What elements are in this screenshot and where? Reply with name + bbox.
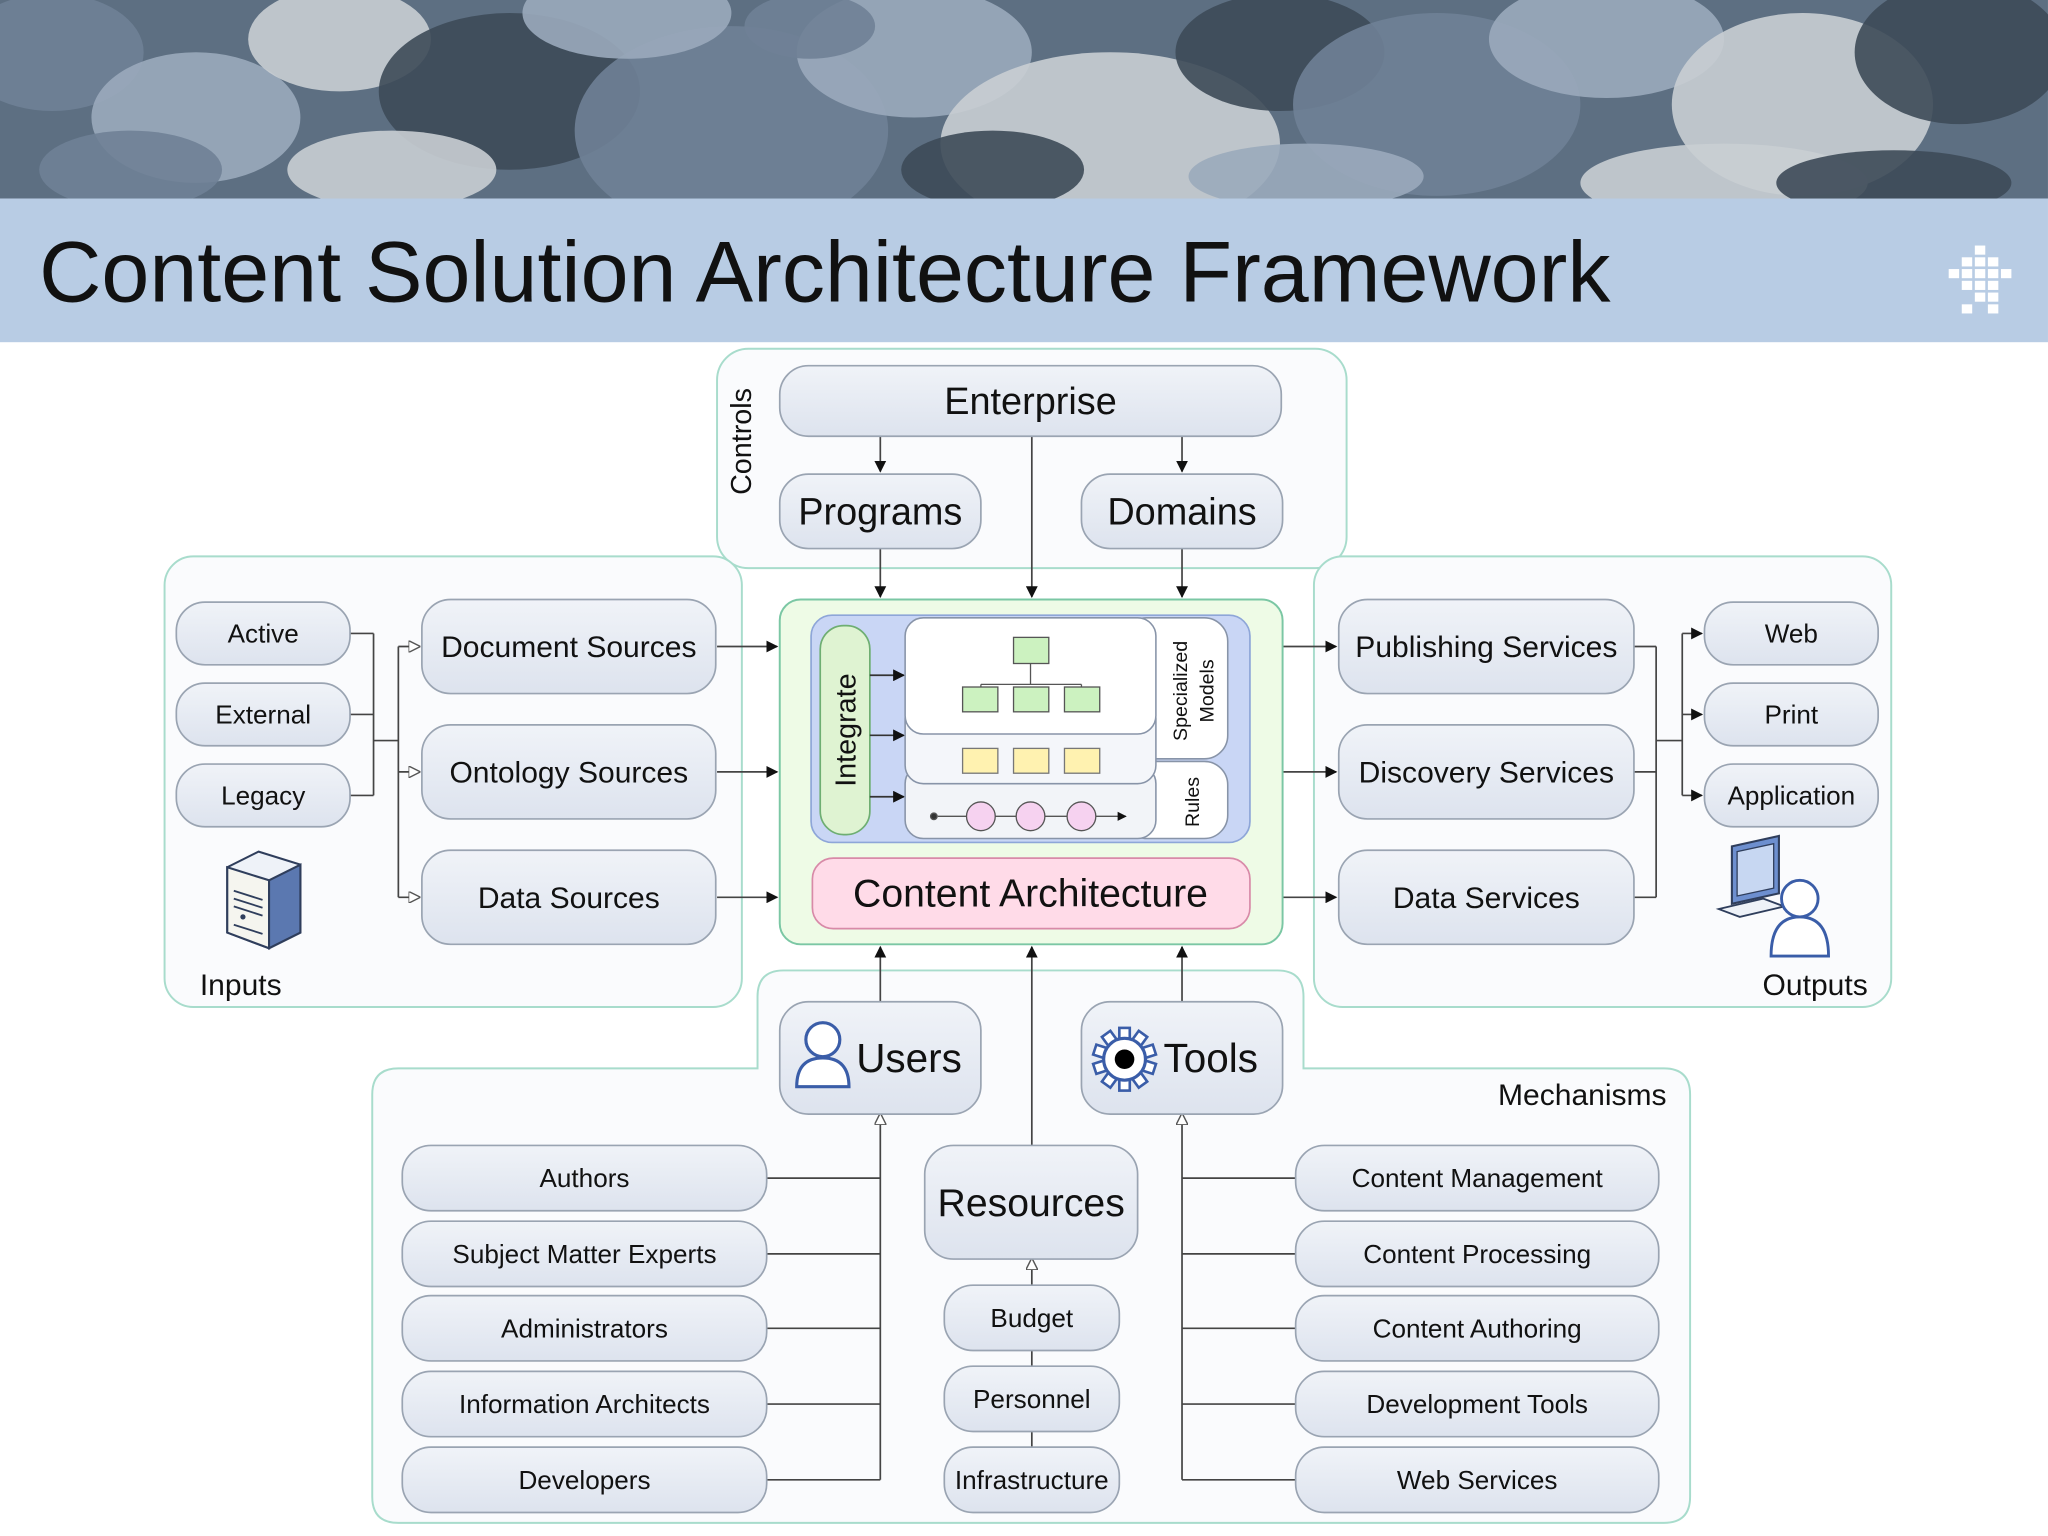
output-channel-application-label: Application <box>1727 781 1855 811</box>
output-channel-web: Web <box>1703 601 1880 666</box>
person-information-architects-label: Information Architects <box>459 1389 710 1419</box>
resources-box: Resources <box>923 1144 1139 1260</box>
input-source-document-sources-label: Document Sources <box>441 631 696 664</box>
specialized-models-label-1: Specialized <box>1170 641 1192 741</box>
computer-user-icon <box>1715 834 1830 958</box>
tool-content-authoring: Content Authoring <box>1294 1294 1660 1362</box>
person-authors-label: Authors <box>539 1163 629 1193</box>
person-developers-label: Developers <box>518 1465 650 1495</box>
tool-content-authoring-label: Content Authoring <box>1373 1313 1582 1343</box>
person-administrators: Administrators <box>401 1294 768 1362</box>
output-channel-application: Application <box>1703 763 1880 828</box>
tool-content-management-label: Content Management <box>1352 1163 1604 1193</box>
tools-box: Tools <box>1080 1000 1284 1115</box>
content-architecture-label: Content Architecture <box>853 872 1208 915</box>
person-information-architects: Information Architects <box>401 1370 768 1438</box>
enterprise-box-label: Enterprise <box>944 381 1117 423</box>
output-channel-print-label: Print <box>1764 700 1818 730</box>
resource-budget: Budget <box>943 1284 1121 1352</box>
resource-personnel-label: Personnel <box>973 1384 1091 1414</box>
gear-icon <box>1091 1026 1158 1092</box>
rocks-photo <box>0 0 2048 236</box>
output-service-publishing-services-label: Publishing Services <box>1355 631 1617 664</box>
tool-development-tools: Development Tools <box>1294 1370 1660 1438</box>
output-channel-web-label: Web <box>1765 619 1818 649</box>
input-type-legacy-label: Legacy <box>221 781 305 811</box>
slide-title: Content Solution Architecture Framework <box>39 225 1611 321</box>
tool-content-management: Content Management <box>1294 1144 1660 1212</box>
tool-web-services-label: Web Services <box>1397 1465 1558 1495</box>
programs-box-label: Programs <box>798 492 962 534</box>
tool-web-services: Web Services <box>1294 1446 1660 1514</box>
input-type-external-label: External <box>215 700 311 730</box>
output-service-data-services-label: Data Services <box>1393 882 1580 915</box>
resources-box-label: Resources <box>938 1182 1125 1225</box>
enterprise-box: Enterprise <box>778 364 1283 438</box>
mechanisms-label: Mechanisms <box>1498 1079 1667 1112</box>
resource-infrastructure-label: Infrastructure <box>955 1465 1109 1495</box>
output-service-discovery-services: Discovery Services <box>1337 724 1635 820</box>
tool-development-tools-label: Development Tools <box>1366 1389 1588 1419</box>
rules-label: Rules <box>1182 777 1204 827</box>
output-channel-print: Print <box>1703 682 1880 747</box>
content-architecture-box <box>811 857 1251 930</box>
output-service-publishing-services: Publishing Services <box>1337 598 1635 695</box>
person-subject-matter-experts: Subject Matter Experts <box>401 1220 768 1288</box>
input-source-document-sources: Document Sources <box>421 598 717 695</box>
input-type-external: External <box>175 682 351 747</box>
users-icon <box>795 1021 851 1089</box>
content-architecture-core: Integrate Specialized Models Rules <box>778 598 1284 946</box>
input-type-active: Active <box>175 601 351 666</box>
input-type-legacy: Legacy <box>175 763 351 828</box>
input-source-ontology-sources-label: Ontology Sources <box>449 756 688 789</box>
users-box-label: Users <box>856 1035 962 1081</box>
specialized-models-label-2: Models <box>1196 659 1218 722</box>
tool-content-processing: Content Processing <box>1294 1220 1660 1288</box>
resource-budget-label: Budget <box>990 1303 1073 1333</box>
server-icon <box>226 850 302 950</box>
output-service-data-services: Data Services <box>1337 849 1635 946</box>
outputs-label: Outputs <box>1763 969 1868 1002</box>
domains-box-label: Domains <box>1107 492 1256 534</box>
hierarchy-icon <box>961 636 1101 713</box>
person-subject-matter-experts-label: Subject Matter Experts <box>452 1239 716 1269</box>
resource-infrastructure: Infrastructure <box>943 1446 1121 1514</box>
tool-content-processing-label: Content Processing <box>1363 1239 1591 1269</box>
title-band <box>0 198 2048 343</box>
process-flow-icon <box>929 801 1127 832</box>
programs-box: Programs <box>778 473 982 550</box>
input-source-ontology-sources: Ontology Sources <box>421 724 717 820</box>
input-type-active-label: Active <box>228 619 299 649</box>
integrate-label: Integrate <box>830 673 862 786</box>
content-blocks-icon <box>961 747 1101 774</box>
input-source-data-sources-label: Data Sources <box>478 882 660 915</box>
inputs-label: Inputs <box>200 969 282 1002</box>
output-service-discovery-services-label: Discovery Services <box>1359 756 1614 789</box>
person-administrators-label: Administrators <box>501 1313 668 1343</box>
input-source-data-sources: Data Sources <box>421 849 717 946</box>
tools-box-label: Tools <box>1164 1035 1258 1081</box>
controls-label: Controls <box>726 388 758 495</box>
dot-logo-icon <box>1948 245 2012 314</box>
integrate-bar <box>819 624 871 836</box>
connector-lines <box>350 436 1704 1481</box>
person-authors: Authors <box>401 1144 768 1212</box>
person-developers: Developers <box>401 1446 768 1514</box>
users-box: Users <box>778 1000 982 1115</box>
resource-personnel: Personnel <box>943 1365 1121 1433</box>
domains-box: Domains <box>1080 473 1284 550</box>
